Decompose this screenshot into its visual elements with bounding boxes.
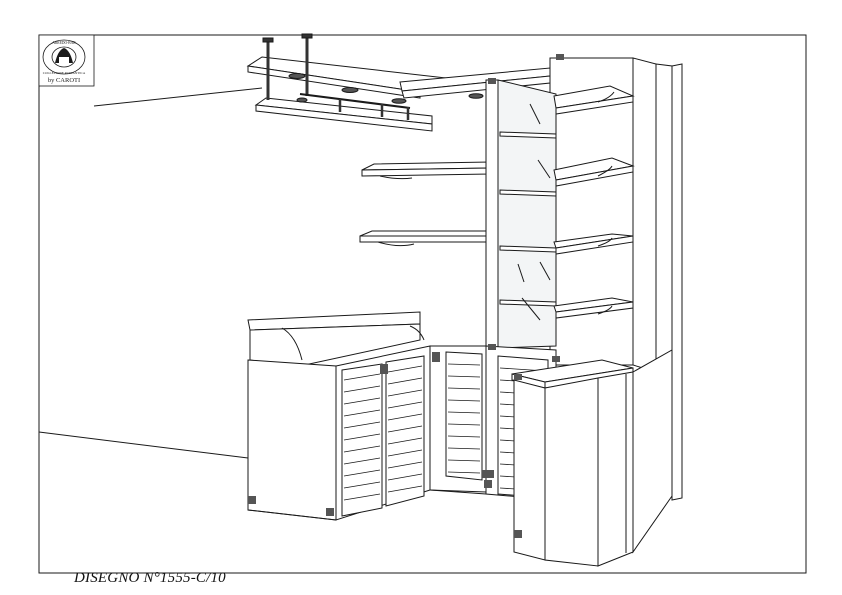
hinge-hardware	[248, 54, 564, 538]
room-walls	[38, 87, 263, 459]
drawing-number: DISEGNO N°1555-C/10	[74, 570, 226, 586]
logo-brand: by CAROTI	[48, 77, 80, 84]
counter-cabinets	[247, 345, 557, 521]
side-counter	[511, 349, 673, 567]
drawing-frame	[38, 34, 807, 574]
display-column	[485, 57, 683, 501]
counter-riser	[247, 311, 425, 367]
logo-arc-text: ARREDO-BAR	[52, 41, 76, 45]
floor-line	[247, 489, 487, 521]
crest-logo-icon: ARREDO-BAR COLLEZIONE ROMANTICA by CAROT…	[38, 34, 95, 87]
wall-shelves	[359, 161, 491, 247]
logo-ring-text: COLLEZIONE ROMANTICA	[43, 71, 86, 75]
ceiling-canopy	[246, 33, 491, 132]
